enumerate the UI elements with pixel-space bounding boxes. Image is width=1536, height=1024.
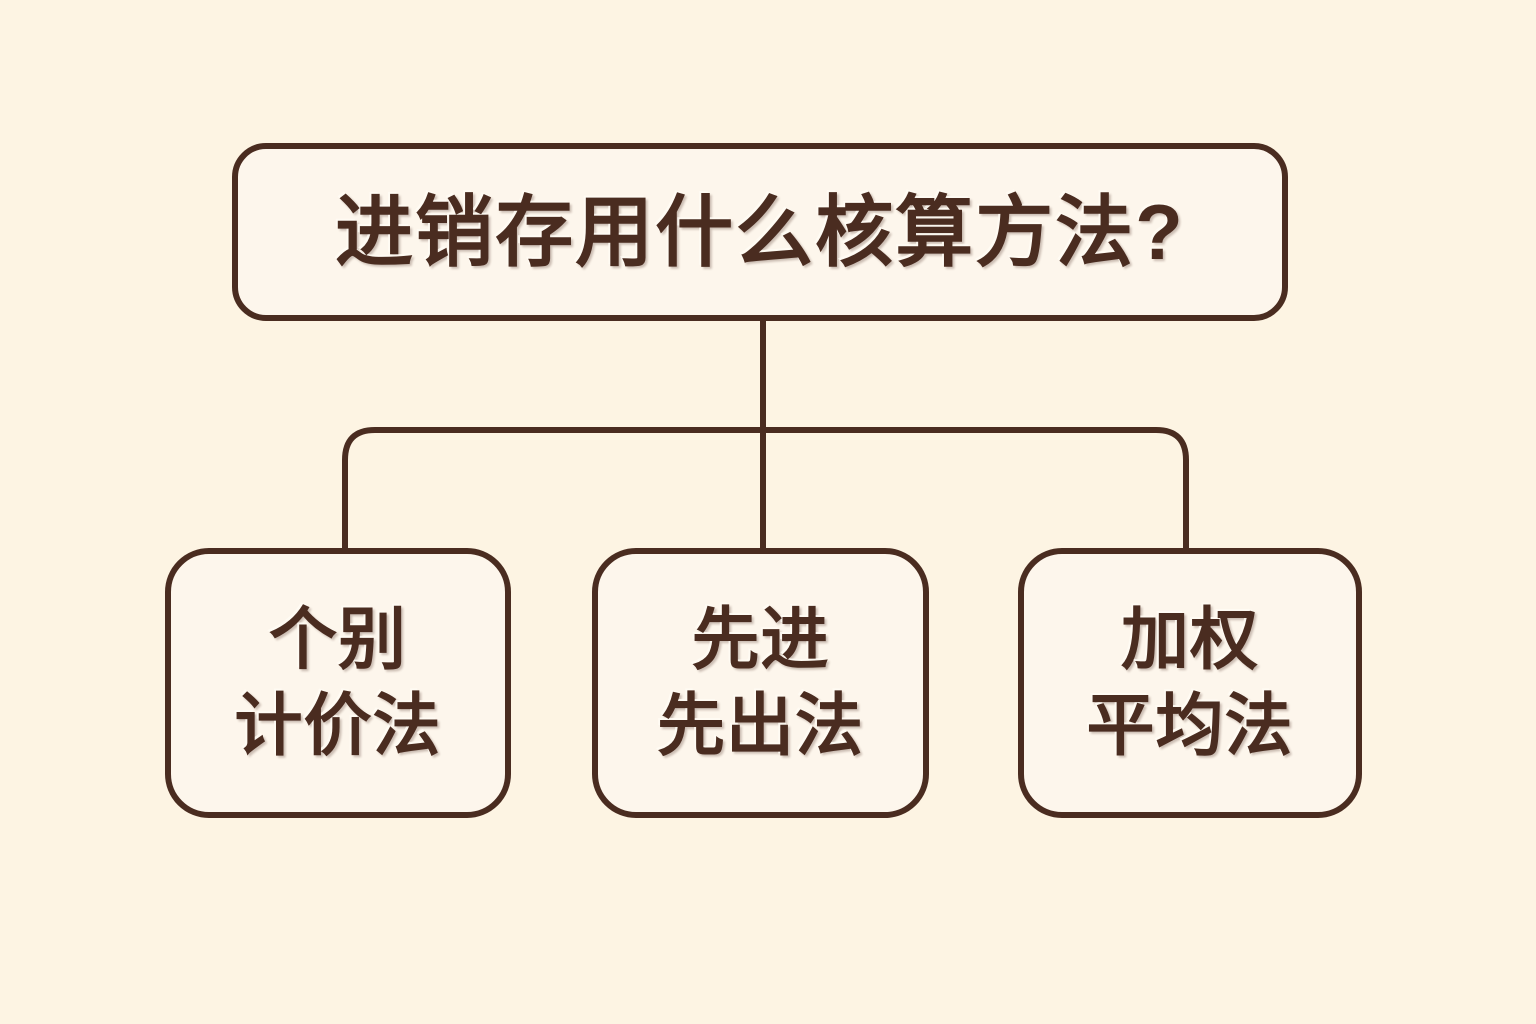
root-node[interactable]: 进销存用什么核算方法? [232,143,1288,321]
leaf-node-2-line-1: 平均法 [1086,688,1294,764]
leaf-node-2-line-0: 加权 [1120,601,1259,678]
leaf-node-1-line-1: 先出法 [656,688,864,764]
root-node-label: 进销存用什么核算方法? [335,188,1185,276]
leaf-node-0-line-1: 计价法 [234,688,442,764]
leaf-node-weighted-average[interactable]: 加权 平均法 [1018,548,1362,818]
leaf-node-fifo[interactable]: 先进 先出法 [592,548,929,818]
connector-bus [342,427,1189,551]
leaf-node-0-line-0: 个别 [268,601,407,678]
leaf-node-specific-identification[interactable]: 个别 计价法 [165,548,511,818]
leaf-node-1-line-0: 先进 [691,601,830,678]
